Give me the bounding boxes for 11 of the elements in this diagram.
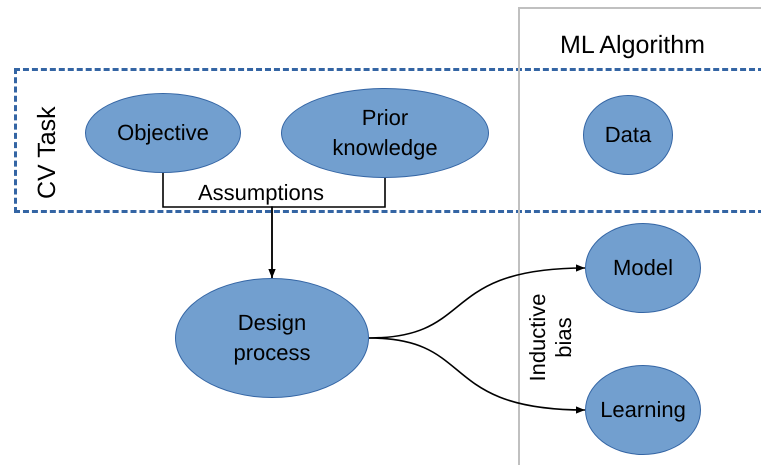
node-label: Data bbox=[604, 121, 652, 149]
panel-title: ML Algorithm bbox=[560, 30, 705, 61]
rotated-label: Inductive bias bbox=[525, 292, 577, 384]
node-label: Model bbox=[613, 254, 673, 282]
group-title: CV Task bbox=[32, 106, 62, 199]
arrow bbox=[368, 337, 586, 414]
arrow bbox=[268, 178, 386, 278]
node-label: Learning bbox=[600, 396, 686, 424]
node-label: Prior knowledge bbox=[331, 104, 439, 162]
node-label: Objective bbox=[117, 119, 209, 147]
node-label: Design process bbox=[232, 309, 312, 367]
